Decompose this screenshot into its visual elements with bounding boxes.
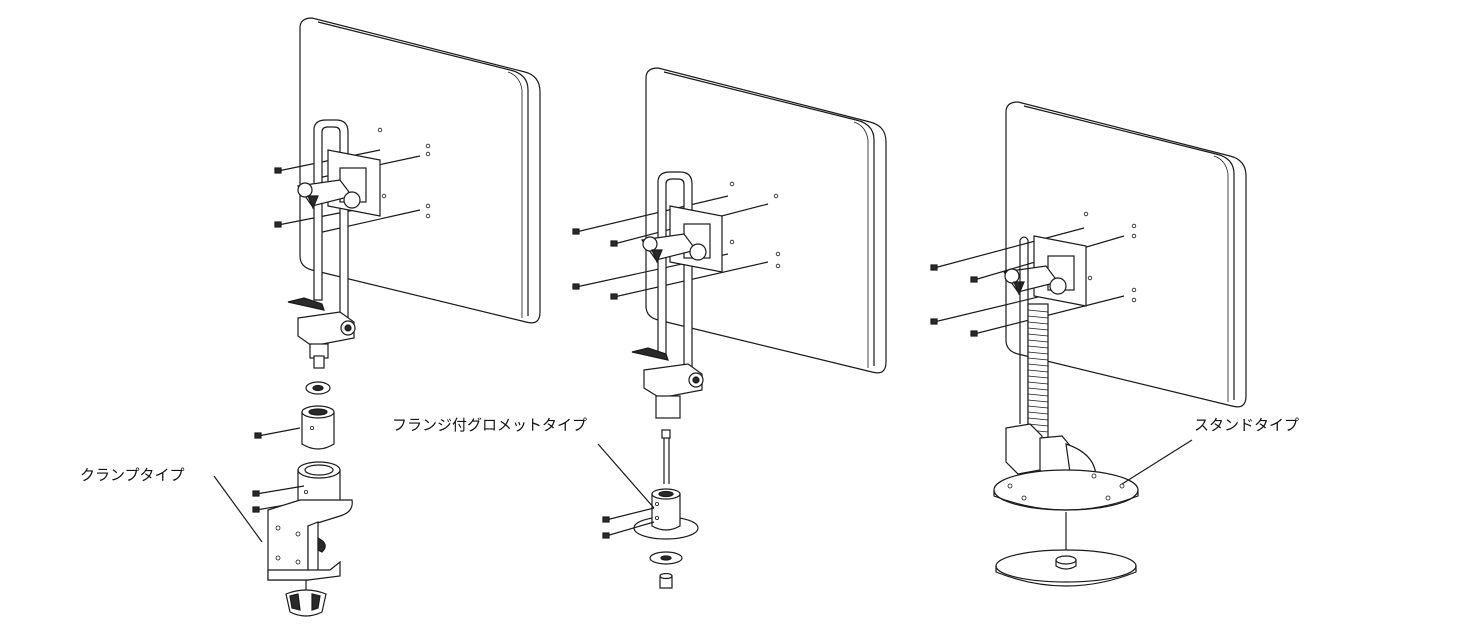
washer-grommet bbox=[649, 551, 683, 565]
joint-lever-clamp bbox=[287, 297, 356, 369]
leader-line-grommet bbox=[597, 443, 655, 509]
joint-lever-grommet bbox=[631, 347, 704, 419]
nut-grommet bbox=[659, 572, 673, 589]
vesa-holes-grommet bbox=[729, 181, 781, 269]
washer-clamp bbox=[305, 381, 331, 395]
vesa-holes-stand bbox=[1083, 211, 1137, 303]
flange-grommet bbox=[602, 488, 699, 540]
clamp-knob bbox=[285, 580, 327, 617]
monitor-panel-stand bbox=[1005, 101, 1247, 408]
label-stand-type: スタンドタイプ bbox=[1194, 416, 1299, 434]
label-clamp-type: クランプタイプ bbox=[80, 466, 185, 484]
vesa-holes-clamp bbox=[377, 127, 431, 219]
label-grommet-type: フランジ付グロメットタイプ bbox=[392, 416, 587, 434]
base-disc-stand bbox=[995, 549, 1137, 587]
grommet-type-assembly: フランジ付グロメットタイプ bbox=[392, 67, 887, 589]
sleeve-clamp bbox=[254, 405, 335, 450]
pin-grommet bbox=[661, 429, 671, 484]
leader-line-stand bbox=[1121, 439, 1193, 485]
clamp-type-assembly: クランプタイプ bbox=[80, 17, 541, 617]
stand-type-assembly: スタンドタイプ bbox=[930, 101, 1299, 587]
clamp-bracket bbox=[267, 499, 353, 581]
leader-line-clamp bbox=[213, 475, 263, 543]
base-plate-stand bbox=[993, 469, 1139, 511]
monitor-panel-grommet bbox=[645, 67, 887, 374]
gas-spring-stand bbox=[1027, 303, 1049, 439]
vesa-bracket-clamp bbox=[296, 149, 381, 217]
vesa-bracket-stand bbox=[1002, 235, 1087, 424]
vesa-bracket-grommet bbox=[640, 205, 723, 273]
monitor-panel-clamp bbox=[299, 17, 541, 324]
